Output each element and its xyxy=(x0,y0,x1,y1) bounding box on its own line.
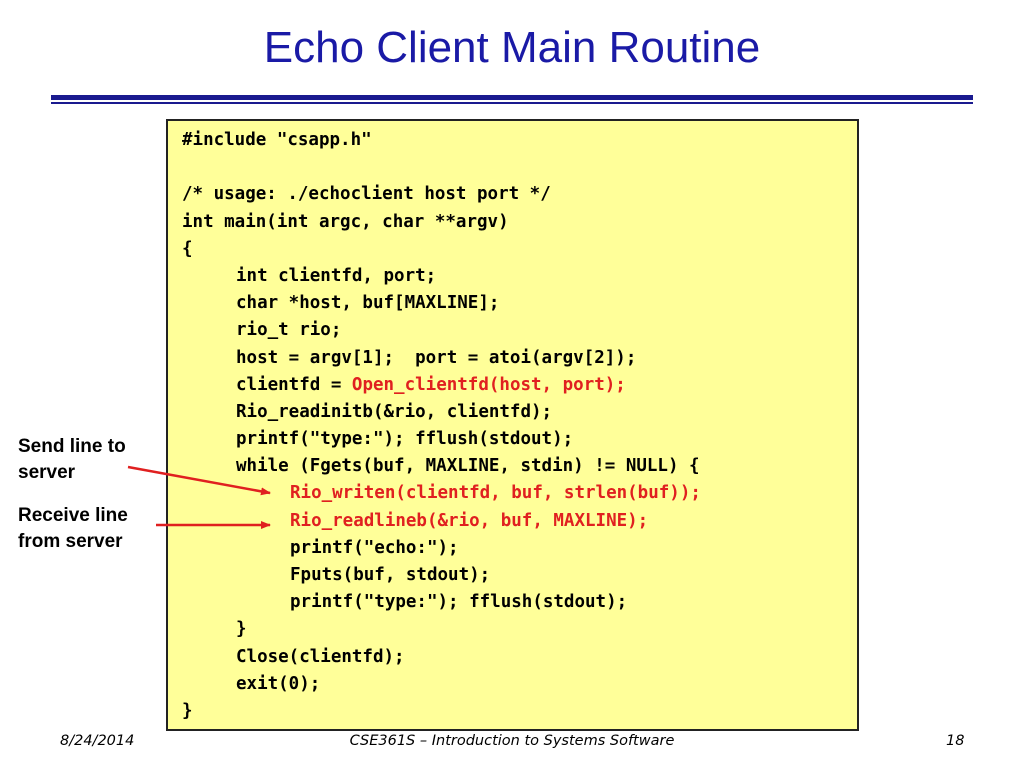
code-listing: #include "csapp.h" /* usage: ./echoclient… xyxy=(166,119,859,731)
code-text: printf("type:"); fflush(stdout); xyxy=(290,592,628,613)
code-text: exit(0); xyxy=(236,673,321,694)
highlighted-code: Open_clientfd(host, port); xyxy=(351,374,626,395)
code-text: printf("echo:"); xyxy=(290,537,459,558)
code-text: clientfd = xyxy=(236,374,352,395)
code-text: Fputs(buf, stdout); xyxy=(290,565,491,585)
code-text: host = argv[1]; port = atoi(argv[2]); xyxy=(236,347,637,368)
code-text: Rio_readinitb(&rio, clientfd); xyxy=(236,401,553,422)
code-line: int main(int argc, char **argv) xyxy=(182,209,857,236)
code-text: int main(int argc, char **argv) xyxy=(182,211,509,232)
send-arrow xyxy=(127,465,271,496)
code-line: printf("echo:"); xyxy=(182,535,857,562)
code-line: printf("type:"); fflush(stdout); xyxy=(182,426,857,453)
code-line: rio_t rio; xyxy=(182,317,857,344)
code-line: Rio_readlineb(&rio, buf, MAXLINE); xyxy=(182,508,857,535)
code-line: int clientfd, port; xyxy=(182,263,857,290)
code-text: } xyxy=(236,619,247,640)
code-line: Close(clientfd); xyxy=(182,644,857,671)
send-line-annotation: Send line to server xyxy=(18,434,126,486)
code-text: Close(clientfd); xyxy=(236,646,405,667)
code-line: Fputs(buf, stdout); xyxy=(182,562,857,589)
receive-line-annotation: Receive line from server xyxy=(18,503,128,555)
code-text: } xyxy=(182,700,193,721)
code-line: host = argv[1]; port = atoi(argv[2]); xyxy=(182,345,857,372)
slide-title: Echo Client Main Routine xyxy=(263,23,761,72)
code-line: } xyxy=(182,698,857,725)
title-underline-thick xyxy=(51,95,973,100)
code-line: while (Fgets(buf, MAXLINE, stdin) != NUL… xyxy=(182,453,857,480)
code-line: Rio_readinitb(&rio, clientfd); xyxy=(182,399,857,426)
page-number: 18 xyxy=(946,733,965,749)
code-line: exit(0); xyxy=(182,671,857,698)
title-underline-thin xyxy=(51,102,973,104)
code-line: /* usage: ./echoclient host port */ xyxy=(182,181,857,208)
code-text: /* usage: ./echoclient host port */ xyxy=(182,184,551,205)
code-line: printf("type:"); fflush(stdout); xyxy=(182,589,857,616)
code-text: printf("type:"); fflush(stdout); xyxy=(236,429,574,450)
code-text: while (Fgets(buf, MAXLINE, stdin) != NUL… xyxy=(236,456,700,477)
send-annotation-line-2: server xyxy=(18,462,76,483)
code-text: { xyxy=(182,238,193,259)
code-line: clientfd = Open_clientfd(host, port); xyxy=(182,372,857,399)
send-annotation-line-1: Send line to xyxy=(18,436,126,457)
highlighted-code: Rio_readlineb(&rio, buf, MAXLINE); xyxy=(290,510,649,531)
highlighted-code: Rio_writen(clientfd, buf, strlen(buf)); xyxy=(290,483,701,504)
receive-annotation-line-1: Receive line xyxy=(18,505,128,526)
receive-annotation-line-2: from server xyxy=(18,531,123,552)
code-line: char *host, buf[MAXLINE]; xyxy=(182,290,857,317)
code-line: } xyxy=(182,616,857,643)
code-text: char *host, buf[MAXLINE]; xyxy=(236,293,500,314)
code-text: int clientfd, port; xyxy=(236,265,437,286)
footer-date: 8/24/2014 xyxy=(60,733,135,749)
code-text: rio_t rio; xyxy=(236,320,342,341)
code-text: #include "csapp.h" xyxy=(182,130,372,150)
code-line: #include "csapp.h" xyxy=(182,127,857,154)
footer-course: CSE361S – Introduction to Systems Softwa… xyxy=(349,733,675,749)
code-line: Rio_writen(clientfd, buf, strlen(buf)); xyxy=(182,480,857,507)
code-line: { xyxy=(182,236,857,263)
